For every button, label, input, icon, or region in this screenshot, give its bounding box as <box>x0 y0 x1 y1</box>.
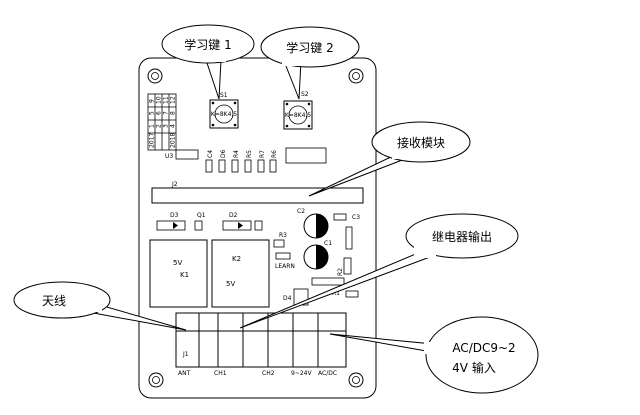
jt-r1c1: 2 <box>156 124 163 128</box>
diode-d2: D2 <box>222 212 263 231</box>
r2-label: R2 <box>337 268 344 276</box>
terminal-label-power-range: 9~24V <box>291 370 312 377</box>
callout-receiver-module: 接收模块 <box>308 121 471 197</box>
res-label-5: R6 <box>271 150 278 158</box>
ic-u3: U3 <box>165 149 199 160</box>
jumper-table: 2017 1 5 9 2 6 10 3 7 11 2018 4 8 12 <box>147 93 177 151</box>
res-label-4: R7 <box>259 150 266 158</box>
jt-r3c3: 12 <box>170 96 177 104</box>
capacitor-c2: C2 <box>297 208 329 239</box>
jt-r0c0: 2017 <box>149 133 156 148</box>
res-label-1: D6 <box>220 149 227 158</box>
capacitor-c1: C1 <box>303 240 332 270</box>
res-label-0: C4 <box>207 150 214 158</box>
learn-switch-1: K=8K4.5 S1 <box>209 92 239 129</box>
relay-k2-voltage: 5V <box>226 280 235 288</box>
receiver-header-j2: J2 <box>151 181 364 204</box>
callout-antenna-text: 天线 <box>42 294 66 308</box>
resistor-r1 <box>311 277 345 286</box>
ic-u3-label: U3 <box>165 153 173 160</box>
relay-k2-name: K2 <box>232 255 241 263</box>
jt-r0c3: 9 <box>149 99 156 103</box>
mounting-hole-top-left <box>147 68 163 84</box>
callout-learn-key-1: 学习键 1 <box>161 24 255 100</box>
jt-r2c1: 3 <box>163 124 170 128</box>
callout-relay-output: 继电器输出 <box>239 213 519 329</box>
r3-label: R3 <box>279 232 287 239</box>
jt-r2c3: 11 <box>163 96 170 104</box>
jt-r3c0: 2018 <box>170 133 177 148</box>
cap-c2-label: C2 <box>297 208 305 215</box>
res-label-2: R4 <box>233 150 240 158</box>
resistor-row: C4 D6 R4 R5 R7 R6 <box>205 149 278 173</box>
cap-c1-label: C1 <box>324 240 332 247</box>
learn-switch-2: K=8K4.5 S2 <box>283 91 313 130</box>
diode-d2-label: D2 <box>229 212 238 219</box>
learn-label: LEARN <box>275 263 295 270</box>
switch-1-ref: S1 <box>220 92 228 99</box>
small-part-right-2 <box>343 257 352 275</box>
learn-led <box>275 252 291 260</box>
small-part-right-1 <box>345 226 353 250</box>
jt-r1c2: 6 <box>156 111 163 115</box>
jt-r0c2: 5 <box>149 111 156 115</box>
header-label: J2 <box>171 181 178 188</box>
terminal-label-ant: ANT <box>178 370 191 377</box>
r1-label: R1 <box>332 290 340 297</box>
pcb-board <box>138 57 377 399</box>
callout-power-input-line2: 4V 输入 <box>452 360 496 375</box>
small-strip-right <box>345 290 359 298</box>
callout-antenna: 天线 <box>13 281 187 331</box>
cap-c3-label: C3 <box>352 214 360 221</box>
callout-power-input-line1: AC/DC9~2 <box>452 341 515 355</box>
d4-label: D4 <box>283 295 292 302</box>
jt-r3c1: 4 <box>170 124 177 128</box>
transistor-label: Q1 <box>197 212 206 219</box>
relay-k1: 5V K1 <box>149 239 208 308</box>
mounting-hole-top-right <box>348 68 364 84</box>
callout-learn-key-1-text: 学习键 1 <box>184 37 231 52</box>
switch-1-inner-label: K=8K4.5 <box>211 111 237 118</box>
jt-r1c3: 10 <box>156 96 163 104</box>
res-label-3: R5 <box>246 150 253 158</box>
relay-k1-voltage: 5V <box>173 259 182 267</box>
terminal-label-acdc: AC/DC <box>318 370 337 377</box>
relay-k2: K2 5V <box>211 239 270 308</box>
callout-receiver-module-text: 接收模块 <box>397 135 445 150</box>
mounting-hole-bottom-right <box>348 372 364 388</box>
diode-d3-label: D3 <box>170 212 179 219</box>
mounting-hole-bottom-left <box>148 372 164 388</box>
jt-r3c2: 8 <box>170 111 177 115</box>
terminal-label-ch2: CH2 <box>262 370 275 377</box>
callout-learn-key-2: 学习键 2 <box>260 26 360 100</box>
callout-learn-key-2-text: 学习键 2 <box>286 40 333 55</box>
terminal-j1-label: J1 <box>182 351 189 358</box>
switch-2-ref: S2 <box>301 91 309 98</box>
switch-2-inner-label: K=8K4.5 <box>285 112 311 119</box>
callout-power-input: AC/DC9~2 4V 输入 <box>329 316 539 394</box>
small-module <box>285 147 327 164</box>
terminal-label-ch1: CH1 <box>214 370 227 377</box>
relay-k1-name: K1 <box>180 271 189 279</box>
callout-relay-output-text: 继电器输出 <box>432 229 492 244</box>
capacitor-c3: C3 <box>333 213 360 221</box>
diode-d3: D3 Q1 <box>156 212 206 231</box>
jt-r0c1: 1 <box>149 124 156 128</box>
terminal-block: J1 <box>175 312 347 368</box>
resistor-r3-body <box>273 239 285 248</box>
jt-r2c2: 7 <box>163 111 170 115</box>
